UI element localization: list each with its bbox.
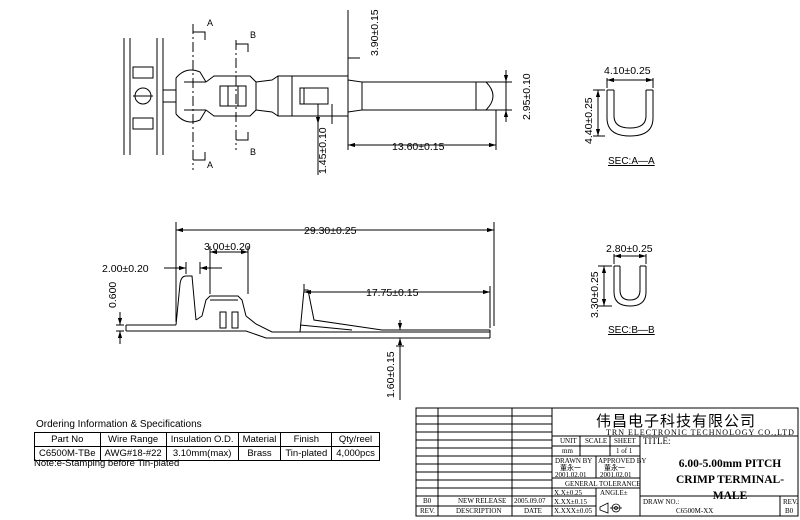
tolerance-3: X.XXX±0.05 (554, 507, 593, 515)
drawing-title: 6.00-5.00mm PITCH CRIMP TERMINAL-MALE (662, 456, 798, 504)
section-b-view (598, 253, 647, 307)
cut-marker-b-top: B (250, 30, 256, 40)
drawing-title-line2: CRIMP TERMINAL-MALE (675, 474, 785, 502)
approved-by-name: 董永一 (604, 464, 625, 472)
header-wire-range: Wire Range (99, 432, 167, 447)
section-cut-lines (192, 24, 249, 170)
dim-sec-b-height: 3.30±0.25 (589, 271, 601, 318)
cut-marker-a-bottom: A (207, 160, 213, 170)
tolerance-2: X.XX±0.15 (554, 498, 588, 506)
section-b-label: SEC:B—B (608, 325, 655, 336)
revision-col-rev: REV. (420, 507, 435, 515)
ordering-table: Part No Wire Range Insulation O.D. Mater… (34, 432, 380, 461)
cell-material: Brass (237, 446, 282, 461)
unit-label: UNIT (560, 437, 577, 445)
dim-3-90: 3.90±0.15 (369, 9, 381, 56)
cut-marker-a-top: A (207, 18, 213, 28)
drawing-no: C6500M-XX (676, 507, 714, 515)
header-part-no: Part No (34, 432, 101, 447)
rev-value: B0 (785, 507, 794, 515)
drawn-by-label: DRAWN BY (555, 457, 593, 465)
title-label: TITLE: (643, 436, 671, 446)
cell-qty: 4,000pcs (331, 446, 380, 461)
section-a-view (593, 77, 654, 137)
dim-1-45: 1.45±0.10 (317, 127, 329, 174)
dim-0-600: 0.600 (107, 282, 119, 308)
sheet-value: 1 of 1 (616, 447, 633, 455)
ordering-title: Ordering Information & Specifications (36, 419, 202, 430)
top-view (123, 38, 494, 155)
rev-label: REV. (783, 498, 798, 506)
top-dimensions (315, 10, 512, 175)
dim-sec-a-width: 4.10±0.25 (604, 65, 651, 77)
approved-date: 2001.02.01 (600, 471, 632, 479)
dim-29-30: 29.30±0.25 (304, 225, 357, 237)
dim-sec-b-width: 2.80±0.25 (606, 243, 653, 255)
revision-row-desc: NEW RELEASE (458, 497, 507, 505)
ordering-note: Note:e-Stamping before Tin-plated (34, 458, 180, 469)
revision-col-desc: DESCRIPTION (456, 507, 502, 515)
title-block-frame (415, 407, 799, 517)
dim-3-00: 3.00±0.20 (204, 241, 251, 253)
angle-label: ANGLE± (600, 489, 628, 497)
tolerance-label: GENERAL TOLERANCE (565, 480, 641, 488)
tolerance-1: X.X±0.25 (554, 489, 582, 497)
revision-col-date: DATE (524, 507, 542, 515)
header-finish: Finish (280, 432, 333, 447)
approved-by-label: APPROVED BY (598, 457, 647, 465)
cell-insulation: 3.10mm(max) (165, 446, 239, 461)
dim-2-00: 2.00±0.20 (102, 263, 149, 275)
dim-sec-a-height: 4.40±0.25 (583, 97, 595, 144)
revision-row-rev: B0 (423, 497, 432, 505)
cut-marker-b-bottom: B (250, 147, 256, 157)
drawn-date: 2001.02.01 (555, 471, 587, 479)
cell-finish: Tin-plated (280, 446, 333, 461)
dim-1-60: 1.60±0.15 (385, 351, 397, 398)
header-qty: Qty/reel (331, 432, 380, 447)
cell-wire-range: AWG#18-#22 (99, 446, 167, 461)
drawing-no-label: DRAW NO.: (643, 498, 680, 506)
unit-value: mm (562, 447, 573, 455)
scale-label: SCALE (585, 437, 608, 445)
sheet-label: SHEET (614, 437, 636, 445)
projection-symbol-icon (599, 502, 622, 514)
header-insulation: Insulation O.D. (165, 432, 239, 447)
table-row: C6500M-TBe AWG#18-#22 3.10mm(max) Brass … (34, 446, 380, 461)
section-a-label: SEC:A—A (608, 156, 655, 167)
header-material: Material (237, 432, 282, 447)
dim-17-75: 17.75±0.15 (366, 287, 419, 299)
company-name-en: TRN ELECTRONIC TECHNOLOGY CO.,LTD (606, 428, 795, 437)
side-dimensions (116, 222, 495, 400)
revision-row-date: 2005.09.07 (514, 497, 546, 505)
side-view (125, 275, 491, 339)
dim-2-95: 2.95±0.10 (521, 73, 533, 120)
dim-13-60: 13.60±0.15 (392, 141, 445, 153)
company-name-cn: 伟昌电子科技有限公司 (596, 412, 757, 430)
table-header-row: Part No Wire Range Insulation O.D. Mater… (34, 432, 380, 447)
drawing-title-line1: 6.00-5.00mm PITCH (678, 458, 782, 470)
drawn-by-name: 董永一 (560, 464, 581, 472)
